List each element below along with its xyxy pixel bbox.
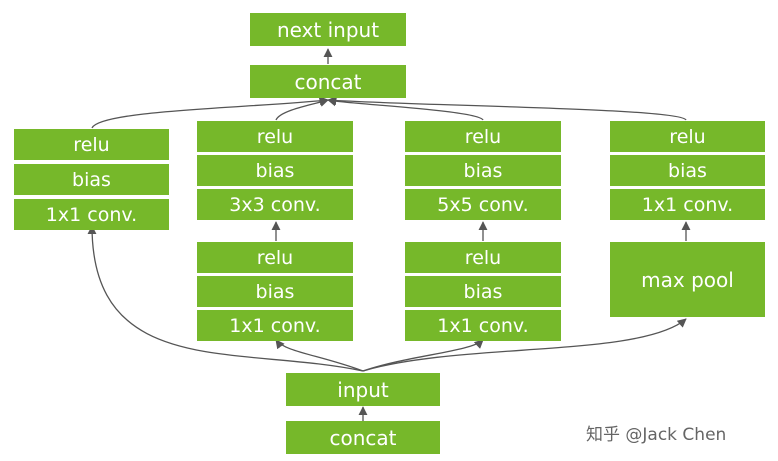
- branch3-bias-top-node: bias: [405, 155, 561, 186]
- arrow-branch4-to-concat: [327, 95, 687, 121]
- branch1-bias-node: bias: [14, 164, 169, 195]
- arrow-branch1-to-concat: [91, 96, 329, 129]
- branch2-bias-top-node: bias: [197, 155, 353, 186]
- arrow-branch2-to-concat: [275, 98, 329, 121]
- branch3-conv5x5-node: 5x5 conv.: [405, 189, 561, 220]
- branch1-relu-node: relu: [14, 129, 169, 160]
- branch2-relu-bottom-node: relu: [197, 242, 353, 273]
- branch2-relu-top-node: relu: [197, 121, 353, 152]
- branch2-bias-bottom-node: bias: [197, 276, 353, 307]
- branch1-conv-node: 1x1 conv.: [14, 199, 169, 230]
- branch2-conv3x3-node: 3x3 conv.: [197, 189, 353, 220]
- bottom-concat-node: concat: [286, 421, 440, 454]
- arrow-input-to-branch2: [275, 339, 364, 372]
- branch4-bias-node: bias: [610, 155, 765, 186]
- branch4-maxpool-node: max pool: [610, 242, 765, 317]
- branch3-conv1x1-node: 1x1 conv.: [405, 310, 561, 341]
- arrow-branch3-to-concat: [327, 97, 484, 121]
- branch3-relu-top-node: relu: [405, 121, 561, 152]
- branch3-bias-bottom-node: bias: [405, 276, 561, 307]
- watermark-text: 知乎 @Jack Chen: [586, 425, 727, 445]
- branch3-relu-bottom-node: relu: [405, 242, 561, 273]
- arrow-input-to-branch4: [362, 318, 687, 372]
- branch4-conv1x1-node: 1x1 conv.: [610, 189, 765, 220]
- next-input-node: next input: [250, 13, 406, 46]
- arrow-input-to-branch1: [87, 225, 364, 372]
- branch2-conv1x1-node: 1x1 conv.: [197, 310, 353, 341]
- top-concat-node: concat: [250, 65, 406, 98]
- branch4-relu-node: relu: [610, 121, 765, 152]
- input-node: input: [286, 373, 440, 406]
